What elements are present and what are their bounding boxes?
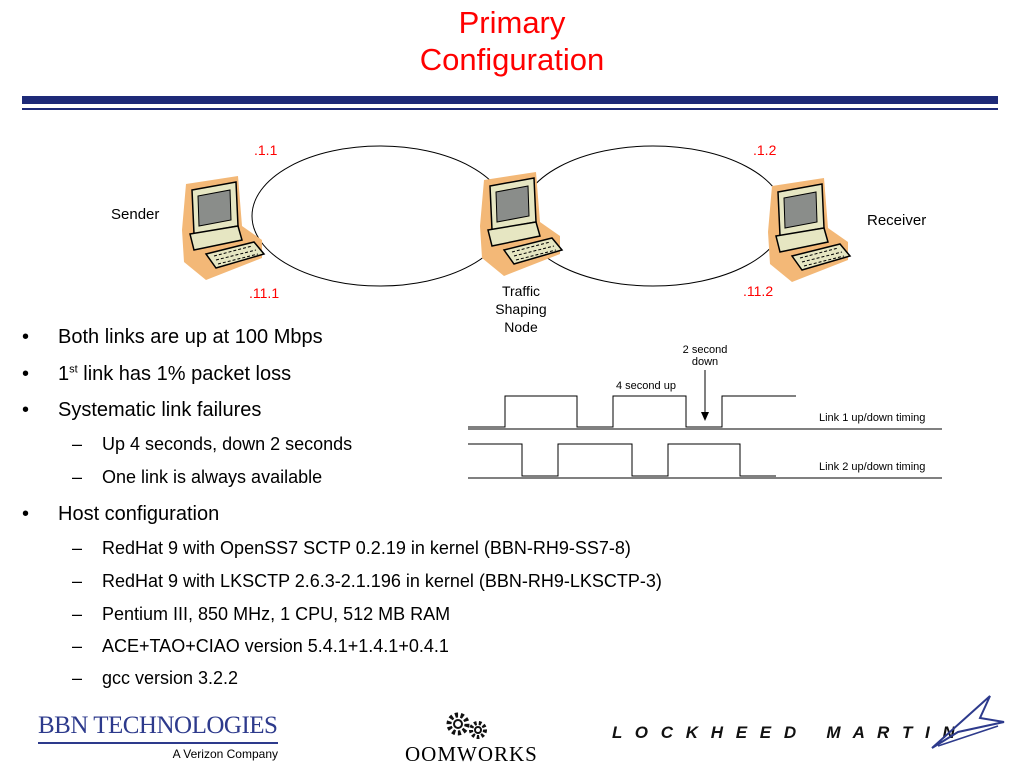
node-label-line-3: Node: [504, 319, 538, 335]
link1-waveform: [468, 395, 796, 428]
sub-bullet-item: –gcc version 3.2.2: [72, 668, 239, 688]
oomworks-logo: OOMWORKS: [405, 742, 538, 766]
bbn-logo: BBN TECHNOLOGIES A Verizon Company: [38, 712, 278, 761]
lockheed-star-icon: [931, 695, 1005, 749]
link2-timing-label: Link 2 up/down timing: [819, 461, 926, 473]
bullet-dot-icon: •: [22, 363, 30, 385]
down-label-line-1: 2 second: [682, 344, 728, 356]
ip-bottom-right: .11.2: [743, 283, 774, 299]
lockheed-martin-logo: L O C K H E E D M A R T I N: [612, 723, 959, 742]
title-divider-thick: [22, 96, 998, 104]
bullet-item: • Both links are up at 100 Mbps: [22, 326, 323, 349]
link2-waveform: [468, 443, 776, 477]
node-label-line-1: Traffic: [501, 283, 541, 299]
sub-bullet-text: RedHat 9 with LKSCTP 2.6.3-2.1.196 in ke…: [102, 571, 662, 591]
bullet-item: • 1st link has 1% packet loss: [22, 363, 291, 386]
sub-bullet-item: –Pentium III, 850 MHz, 1 CPU, 512 MB RAM: [72, 604, 451, 624]
bbn-logo-sub: A Verizon Company: [172, 747, 278, 761]
traffic-node-label: Traffic Shaping Node: [476, 282, 566, 336]
ip-bottom-left: .11.1: [249, 285, 280, 301]
link1-timing-label: Link 1 up/down timing: [819, 412, 926, 424]
slide-title: Primary Configuration: [0, 4, 1024, 78]
bullet-dot-icon: •: [22, 399, 30, 421]
bullet-item: • Systematic link failures: [22, 399, 261, 422]
bbn-logo-underline: [38, 742, 278, 744]
sub-bullet-item: –RedHat 9 with LKSCTP 2.6.3-2.1.196 in k…: [72, 571, 662, 591]
title-divider-thin: [22, 108, 998, 110]
ip-top-right: .1.2: [753, 142, 777, 158]
sub-bullet-item: –Up 4 seconds, down 2 seconds: [72, 434, 353, 454]
bullet-text-pre: 1: [58, 363, 70, 385]
bullet-text: Both links are up at 100 Mbps: [58, 326, 323, 348]
title-line-2: Configuration: [419, 42, 605, 77]
gears-icon: [446, 712, 487, 739]
down-label-line-2: down: [691, 356, 719, 368]
bbn-logo-main: BBN TECHNOLOGIES: [38, 712, 278, 739]
up-duration-label: 4 second up: [616, 380, 676, 392]
sub-bullet-item: –RedHat 9 with OpenSS7 SCTP 0.2.19 in ke…: [72, 538, 631, 558]
bullet-dot-icon: •: [22, 326, 30, 348]
sub-bullet-text: gcc version 3.2.2: [102, 668, 239, 688]
network-diagram: [181, 145, 851, 287]
bullet-dot-icon: •: [22, 503, 30, 525]
sub-bullet-text: Pentium III, 850 MHz, 1 CPU, 512 MB RAM: [102, 604, 451, 624]
sub-bullet-text: ACE+TAO+CIAO version 5.4.1+1.4.1+0.4.1: [102, 636, 449, 656]
bullet-text: Host configuration: [58, 503, 220, 525]
receiver-label: Receiver: [867, 212, 927, 229]
sub-bullet-text: Up 4 seconds, down 2 seconds: [102, 434, 353, 454]
sub-bullet-text: RedHat 9 with OpenSS7 SCTP 0.2.19 in ker…: [102, 538, 631, 558]
bullet-text: Systematic link failures: [58, 399, 262, 421]
sub-bullet-item: –One link is always available: [72, 467, 323, 487]
bullet-text-sup: st: [69, 363, 78, 376]
down-duration-label: 2 second down: [670, 344, 740, 368]
node-label-line-2: Shaping: [495, 301, 547, 317]
sender-label: Sender: [111, 206, 160, 223]
bullet-text-post: link has 1% packet loss: [77, 363, 292, 385]
sub-bullet-text: One link is always available: [102, 467, 323, 487]
timing-diagram: [468, 370, 942, 479]
sub-bullet-item: –ACE+TAO+CIAO version 5.4.1+1.4.1+0.4.1: [72, 636, 449, 656]
ip-top-left: .1.1: [254, 142, 278, 158]
title-line-1: Primary: [458, 5, 566, 40]
bullet-item: • Host configuration: [22, 503, 219, 526]
